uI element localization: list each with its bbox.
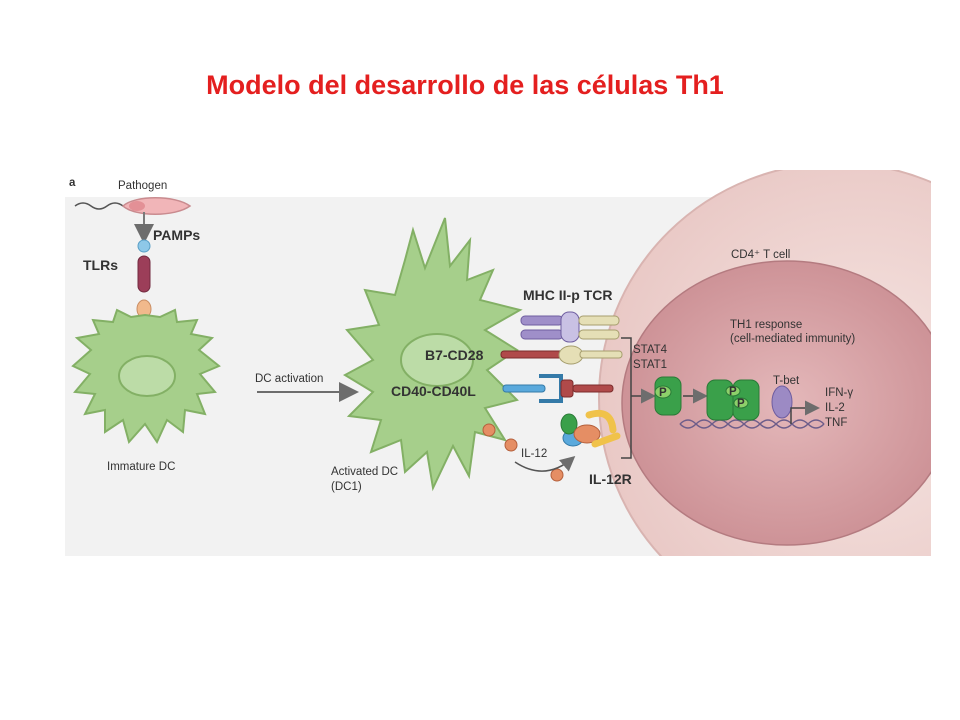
slide-title: Modelo del desarrollo de las células Th1	[206, 70, 724, 100]
b7-cd28-label: B7-CD28	[425, 347, 484, 363]
stat-dimer-nucleus: P P	[706, 379, 760, 421]
cd4-t-cell-label: CD4⁺ T cell	[731, 249, 790, 261]
il12-label: IL-12	[521, 448, 547, 460]
il12-arrow	[514, 456, 576, 472]
cd40-cd40l-complex	[502, 374, 614, 403]
activated-dc-nucleus	[400, 333, 474, 387]
th1-response-sublabel: (cell-mediated immunity)	[730, 333, 855, 345]
immature-dc-nucleus	[118, 355, 176, 397]
il12-cytokines	[482, 423, 564, 482]
il12r-label: IL-12R	[589, 471, 632, 487]
stat-protein-cytoplasm: P	[654, 376, 682, 416]
pamp-icon	[137, 239, 151, 253]
svg-text:P: P	[729, 386, 737, 398]
immature-dc-label: Immature DC	[107, 461, 175, 473]
activated-dc-label: Activated DC	[331, 466, 398, 478]
tnf-label: TNF	[825, 417, 847, 429]
cd40-cd40l-label: CD40-CD40L	[391, 383, 476, 399]
panel-letter: a	[69, 177, 76, 189]
mhc-tcr-label: MHC II-p TCR	[523, 287, 612, 303]
transcription-arrow	[790, 400, 820, 424]
pathogen-label: Pathogen	[118, 180, 167, 192]
il12-receptor	[560, 409, 621, 448]
stat4-label: STAT4	[633, 344, 668, 356]
dc-activation-label: DC activation	[255, 373, 323, 385]
il2-label: IL-2	[825, 402, 845, 414]
t-bet-protein	[771, 385, 793, 419]
mhc-tcr-complex	[520, 311, 620, 343]
svg-text:P: P	[737, 398, 745, 410]
stat1-label: STAT1	[633, 359, 667, 371]
pamps-label: PAMPs	[153, 227, 200, 243]
tlr-receptor-icon	[137, 255, 151, 293]
signaling-bracket	[621, 337, 632, 459]
tlrs-label: TLRs	[83, 257, 118, 273]
b7-cd28-complex	[500, 345, 623, 365]
svg-text:P: P	[659, 387, 667, 399]
ifn-gamma-label: IFN-γ	[825, 387, 853, 399]
activated-dc-sublabel: (DC1)	[331, 481, 362, 493]
th1-development-diagram: a Pathogen PAMPs TLRs Immature DC DC act…	[65, 170, 931, 556]
th1-response-label: TH1 response	[730, 319, 802, 331]
t-bet-label: T-bet	[773, 375, 800, 387]
